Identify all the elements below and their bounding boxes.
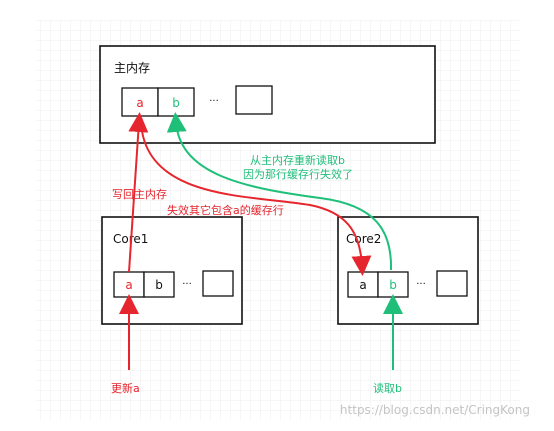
annotation-update-a: 更新a	[111, 381, 140, 395]
main-memory-cell-b-label: b	[172, 96, 180, 110]
annotation-reread-line2: 因为那行缓存行失效了	[243, 167, 353, 181]
core1-cell-a-label: a	[125, 278, 132, 292]
core2-cell-b	[377, 271, 409, 298]
annotation-read-b: 读取b	[373, 381, 402, 395]
core2-ellipsis: ···	[416, 279, 426, 290]
main-memory-ellipsis: ···	[209, 96, 219, 107]
annotation-write-back: 写回主内存	[112, 187, 167, 201]
main-memory-cell-empty	[235, 85, 273, 115]
core2-title: Core2	[346, 232, 381, 246]
core1-cell-b-label: b	[155, 278, 163, 292]
main-memory-cell-b	[157, 87, 195, 117]
core2-cell-empty	[436, 270, 468, 297]
main-memory-cell-a	[121, 87, 159, 117]
watermark: https://blog.csdn.net/CringKong	[340, 403, 530, 417]
core1-cell-empty	[202, 270, 234, 297]
invalidate-arrow	[140, 121, 372, 276]
write-back-arrow	[128, 112, 149, 273]
core1-cell-b	[143, 271, 175, 298]
reread-b-arrow	[166, 112, 393, 271]
core2-cell-b-label: b	[389, 278, 397, 292]
main-memory-cell-a-label: a	[136, 96, 143, 110]
core1-box: Core1 a b ···	[101, 216, 243, 325]
core2-cell-a-label: a	[359, 278, 366, 292]
annotation-reread-line1: 从主内存重新读取b	[250, 153, 345, 167]
annotation-invalidate: 失效其它包含a的缓存行	[167, 203, 284, 217]
main-memory-title: 主内存	[114, 61, 150, 75]
core1-ellipsis: ···	[182, 279, 192, 290]
main-memory-box: 主内存 a b ···	[99, 45, 436, 144]
core2-box: Core2 a b ···	[337, 216, 479, 325]
